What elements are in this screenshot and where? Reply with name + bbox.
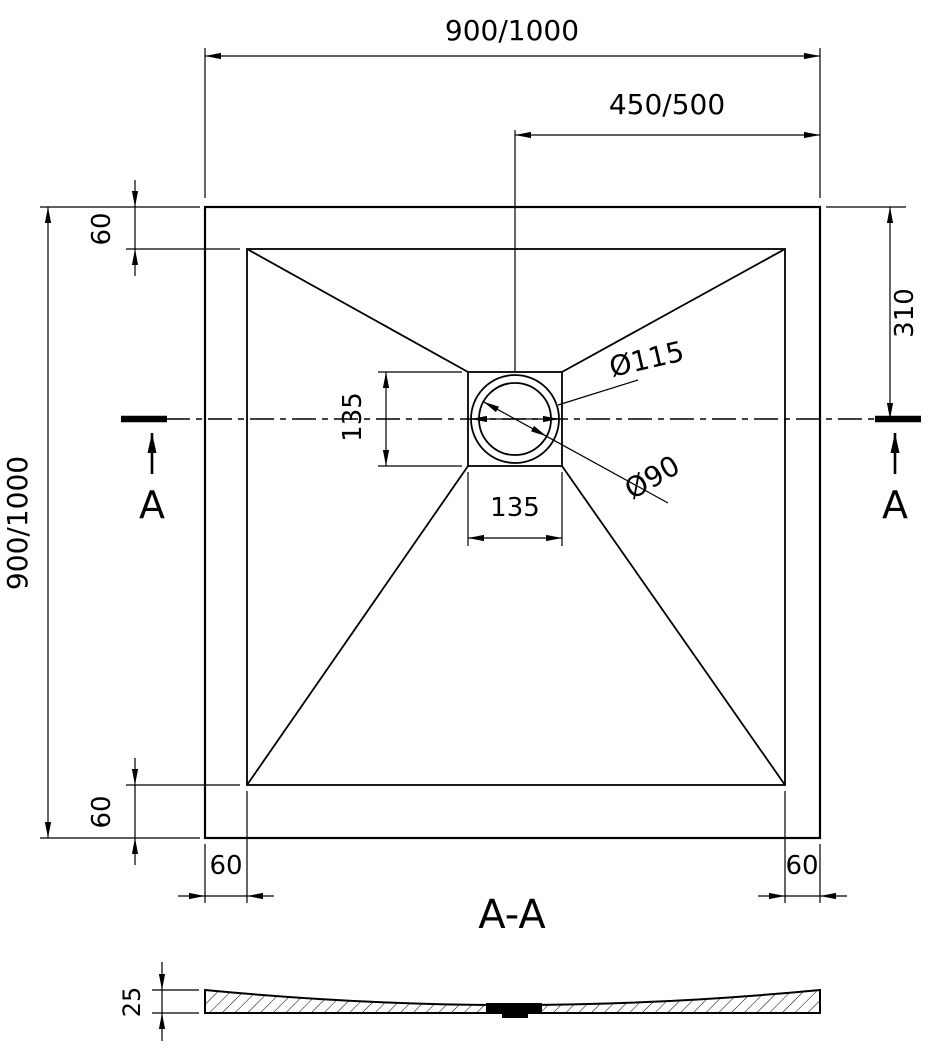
dim-label: Ø115 [606, 335, 687, 384]
dim-label: 60 [87, 212, 117, 245]
slope-line-bottom-left [246, 465, 469, 786]
plan-view [203, 205, 822, 840]
dim-label: 900/1000 [445, 14, 579, 47]
tray-outer-edge [203, 205, 822, 840]
slope-line-top-left [246, 248, 469, 373]
dim-bottom-rim: 60 [87, 758, 240, 865]
dim-label: 60 [785, 851, 818, 881]
dim-label: Ø90 [619, 449, 685, 506]
diameter-line [483, 401, 547, 437]
dim-label: 900/1000 [1, 456, 34, 590]
dim-center-to-edge: 450/500 [514, 88, 820, 371]
leader-line [557, 379, 639, 406]
dim-top-rim: 60 [87, 180, 240, 276]
drain-section-body [486, 1003, 542, 1012]
dim-drain-box-height: 135 [338, 371, 462, 467]
dim-label: 135 [490, 493, 540, 523]
section-view [204, 988, 821, 1018]
dim-label: 60 [209, 851, 242, 881]
dim-tray-thickness: 25 [118, 962, 199, 1041]
dim-right-rim: 60 [758, 791, 847, 903]
tray-inner-rim-edge [246, 248, 786, 786]
slope-line-top-right [561, 248, 786, 373]
drain-section-outlet [502, 1012, 528, 1018]
dim-drain-hole-diameter: Ø90 [483, 401, 685, 506]
slope-line-bottom-right [561, 465, 786, 786]
dim-label: 310 [890, 288, 920, 338]
dim-drain-box-width: 135 [467, 472, 563, 546]
dim-overall-width: 900/1000 [204, 14, 821, 198]
dim-left-rim: 60 [178, 791, 274, 903]
section-letter-right: A [882, 483, 908, 527]
leader-line [546, 435, 669, 504]
section-letter-left: A [139, 483, 165, 527]
dim-overall-height: 900/1000 [1, 206, 200, 839]
section-title: A-A [478, 892, 546, 938]
dim-label: 450/500 [609, 88, 725, 121]
dim-label: 25 [118, 987, 146, 1018]
dim-label: 135 [338, 392, 368, 442]
dim-top-to-center: 310 [826, 206, 920, 419]
dim-label: 60 [87, 795, 117, 828]
